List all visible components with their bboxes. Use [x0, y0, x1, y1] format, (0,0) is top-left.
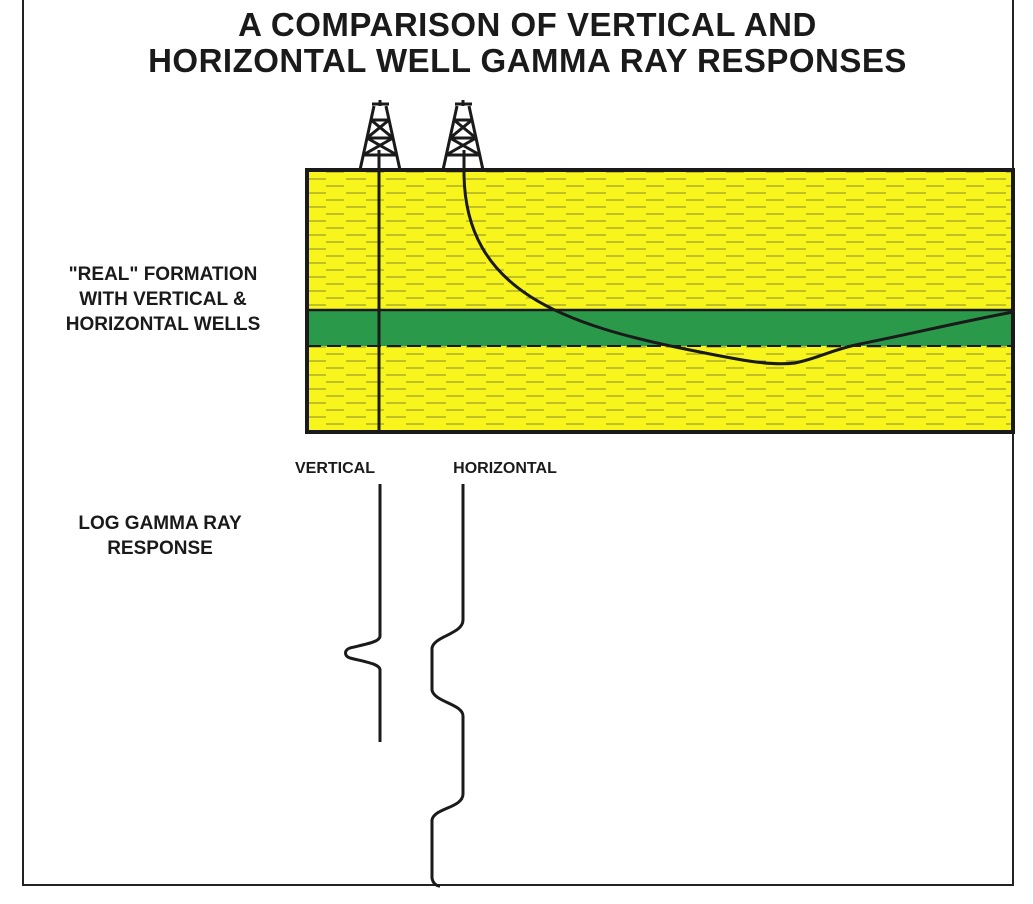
upper-sand-pattern [307, 170, 1013, 310]
figure-frame [22, 0, 1014, 886]
formation-label-line-2: WITH VERTICAL & [79, 289, 247, 310]
horizontal-log-trace [430, 484, 465, 888]
horizontal-wellbore [462, 150, 1014, 366]
log-label-line-1: LOG GAMMA RAY [78, 513, 242, 534]
formation-label-line-1: "REAL" FORMATION [68, 264, 258, 285]
formation-label-line-3: HORIZONTAL WELLS [65, 314, 261, 335]
formation-label: "REAL" FORMATION WITH VERTICAL & HORIZON… [28, 262, 298, 337]
vertical-label: VERTICAL [295, 460, 375, 477]
lower-sand-pattern [307, 346, 1013, 432]
drilling-rig-icon [356, 100, 404, 172]
vertical-log-trace [344, 484, 382, 742]
formation-outline [305, 168, 1015, 434]
title-line-1: A COMPARISON OF VERTICAL AND [238, 6, 817, 43]
title-line-2: HORIZONTAL WELL GAMMA RAY RESPONSES [148, 42, 907, 79]
log-gamma-ray-label: LOG GAMMA RAY RESPONSE [40, 511, 280, 561]
formation-block [305, 168, 1015, 434]
green-target-layer [307, 310, 1013, 346]
horizontal-label: HORIZONTAL [453, 460, 557, 477]
log-label-line-2: RESPONSE [107, 538, 213, 559]
